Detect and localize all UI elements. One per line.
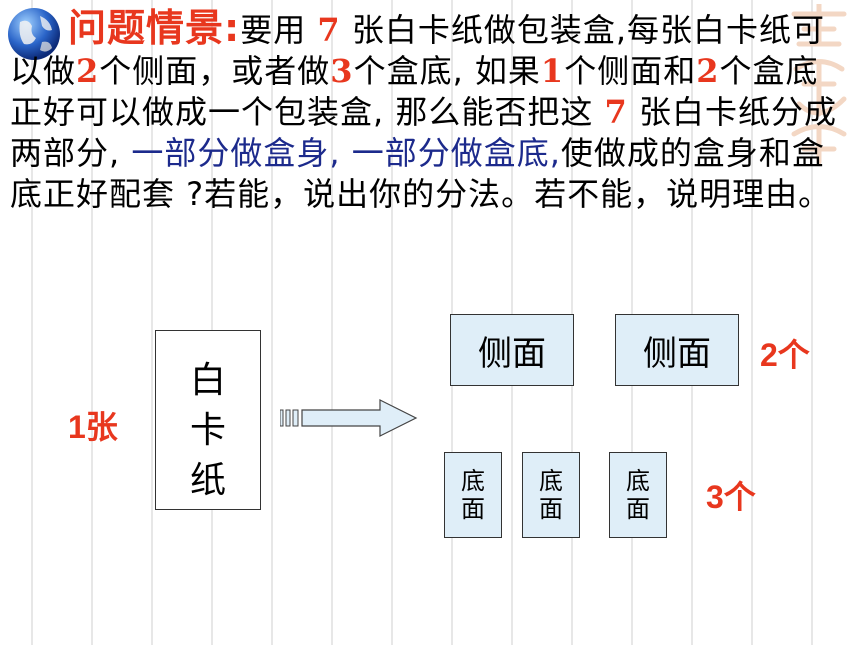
side-panel-label: 侧面 — [478, 333, 546, 374]
base-panel-char: 面 — [461, 495, 485, 523]
text-segment: 张白卡纸分成两部分, — [10, 93, 837, 172]
text-segment: 使做成的盒身和盒底正好配套 ?若能，说出你的分法。若不能，说明理由。 — [10, 134, 832, 213]
text-segment: 要用 — [240, 11, 318, 49]
base-panel-box: 底 面 — [609, 452, 667, 538]
base-panel-char: 底 — [626, 467, 650, 495]
text-segment: 张白卡纸做包装盒,每张白卡纸可以做 — [10, 11, 826, 90]
base-panel-char: 面 — [539, 495, 563, 523]
base-panel-box: 底 面 — [444, 452, 502, 538]
number-highlight: 7 — [604, 93, 628, 131]
text-segment: 个盒底正好可以做成一个包装盒, 那么能否把这 — [10, 52, 819, 131]
card-char: 白 — [189, 360, 226, 401]
text-segment: 个侧面，或者做 — [99, 52, 331, 90]
base-panel-char: 底 — [461, 467, 485, 495]
side-count-label: 2个 — [760, 337, 810, 373]
card-count-label: 1张 — [68, 409, 118, 445]
problem-title: 问题情景: — [68, 6, 241, 50]
base-panel-box: 底 面 — [522, 452, 580, 538]
arrow-icon — [280, 399, 418, 437]
base-panel-char: 面 — [626, 495, 650, 523]
number-highlight: 1 — [540, 52, 565, 90]
globe-icon — [8, 8, 60, 60]
blue-highlight: 一部分做盒身, 一部分做盒底, — [131, 134, 561, 172]
number-highlight: 7 — [317, 11, 341, 49]
white-card: 白 卡 纸 — [155, 330, 261, 510]
number-highlight: 2 — [696, 52, 720, 90]
number-highlight: 3 — [330, 52, 354, 90]
side-panel-box: 侧面 — [615, 314, 739, 386]
problem-text: 问题情景:要用 7 张白卡纸做包装盒,每张白卡纸可以做2个侧面，或者做3个盒底,… — [10, 8, 850, 215]
base-count-label: 3个 — [706, 479, 756, 515]
text-segment: 个侧面和 — [564, 52, 697, 90]
card-char: 卡 — [189, 410, 226, 451]
card-char: 纸 — [189, 460, 226, 501]
text-segment: 个盒底, 如果 — [353, 52, 541, 90]
base-panel-char: 底 — [539, 467, 563, 495]
watermark-decoration — [791, 4, 847, 164]
side-panel-box: 侧面 — [450, 314, 574, 386]
number-highlight: 2 — [76, 52, 100, 90]
side-panel-label: 侧面 — [643, 333, 711, 374]
